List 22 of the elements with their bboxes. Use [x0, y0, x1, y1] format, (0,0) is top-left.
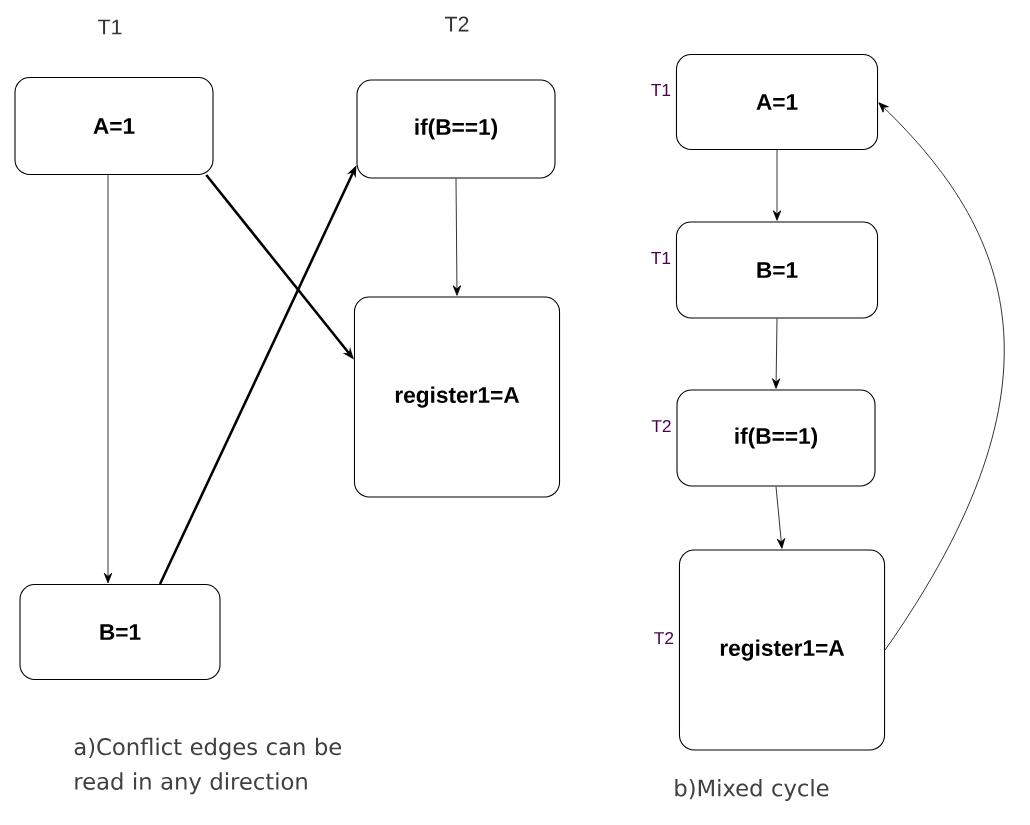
arrow — [772, 318, 781, 389]
arrow — [775, 486, 786, 549]
arrow — [452, 178, 462, 296]
process-box: B=1 — [675, 221, 879, 319]
process-box: A=1 — [14, 76, 214, 176]
thread-label: T2 — [654, 631, 674, 645]
thread-label: T1 — [651, 252, 671, 264]
column-heading: T1 — [98, 19, 122, 35]
thread-label: T1 — [651, 84, 671, 96]
process-box: register1=A — [678, 549, 886, 751]
arrow — [878, 102, 1005, 651]
caption: a)Conflict edges can be read in any direction — [74, 737, 342, 795]
thread-label: T2 — [651, 419, 671, 433]
process-box: B=1 — [19, 584, 221, 680]
process-box: if(B==1) — [676, 389, 876, 487]
process-box: if(B==1) — [356, 79, 556, 179]
process-box: A=1 — [675, 54, 879, 150]
column-heading: T2 — [445, 16, 469, 32]
process-box: register1=A — [353, 296, 561, 498]
caption: b)Mixed cycle — [675, 779, 829, 801]
arrow — [772, 149, 782, 221]
arrow — [103, 174, 113, 584]
